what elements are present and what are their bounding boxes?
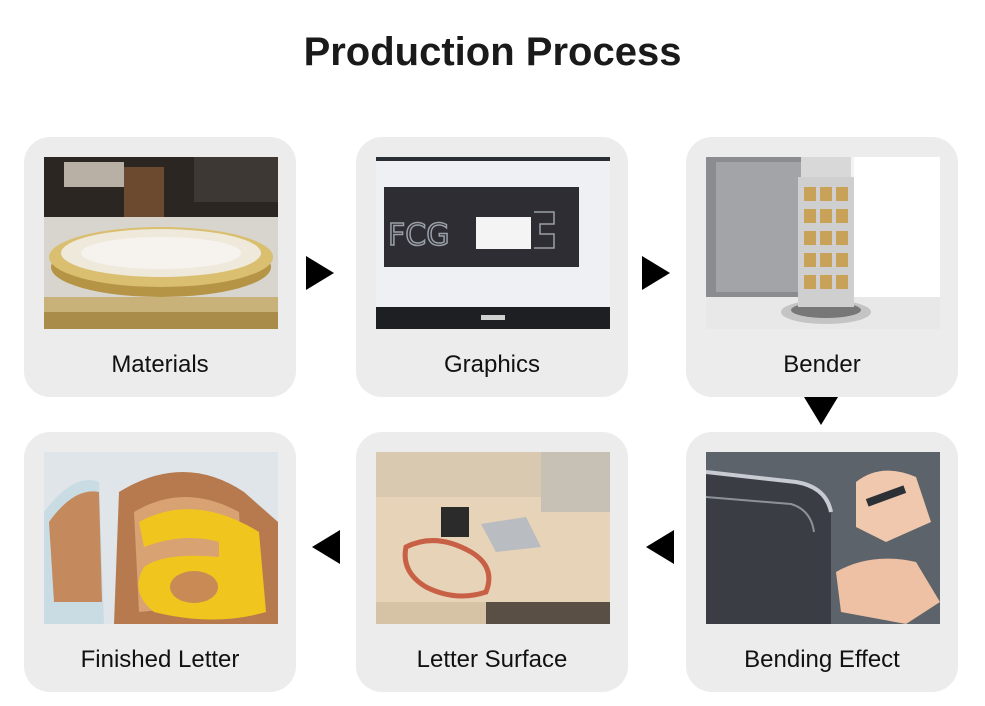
step-label-bender: Bender	[783, 351, 861, 378]
page-title: Production Process	[303, 30, 682, 74]
step-card-graphics: FCG Graphics	[356, 137, 628, 397]
step-card-bending-effect: Bending Effect	[686, 432, 958, 692]
step-label-graphics: Graphics	[443, 351, 541, 378]
step-label-bending-effect: Bending Effect	[744, 646, 900, 673]
arrow-left-icon	[312, 530, 340, 564]
step-card-materials: Materials	[24, 137, 296, 397]
finished-letter-photo	[44, 452, 278, 624]
arrow-down-icon	[804, 397, 838, 425]
graphics-photo: FCG	[376, 157, 610, 329]
arrow-left-icon	[646, 530, 674, 564]
step-label-finished-letter: Finished Letter	[80, 646, 240, 673]
step-card-letter-surface: Letter Surface	[356, 432, 628, 692]
screen-text: FCG	[388, 218, 449, 253]
arrow-right-icon	[306, 256, 334, 290]
step-card-finished-letter: Finished Letter	[24, 432, 296, 692]
materials-photo	[44, 157, 278, 329]
letter-surface-photo	[376, 452, 610, 624]
bender-photo	[706, 157, 940, 329]
step-label-materials: Materials	[111, 351, 209, 378]
step-label-letter-surface: Letter Surface	[416, 646, 568, 673]
step-card-bender: Bender	[686, 137, 958, 397]
arrow-right-icon	[642, 256, 670, 290]
bending-effect-photo	[706, 452, 940, 624]
